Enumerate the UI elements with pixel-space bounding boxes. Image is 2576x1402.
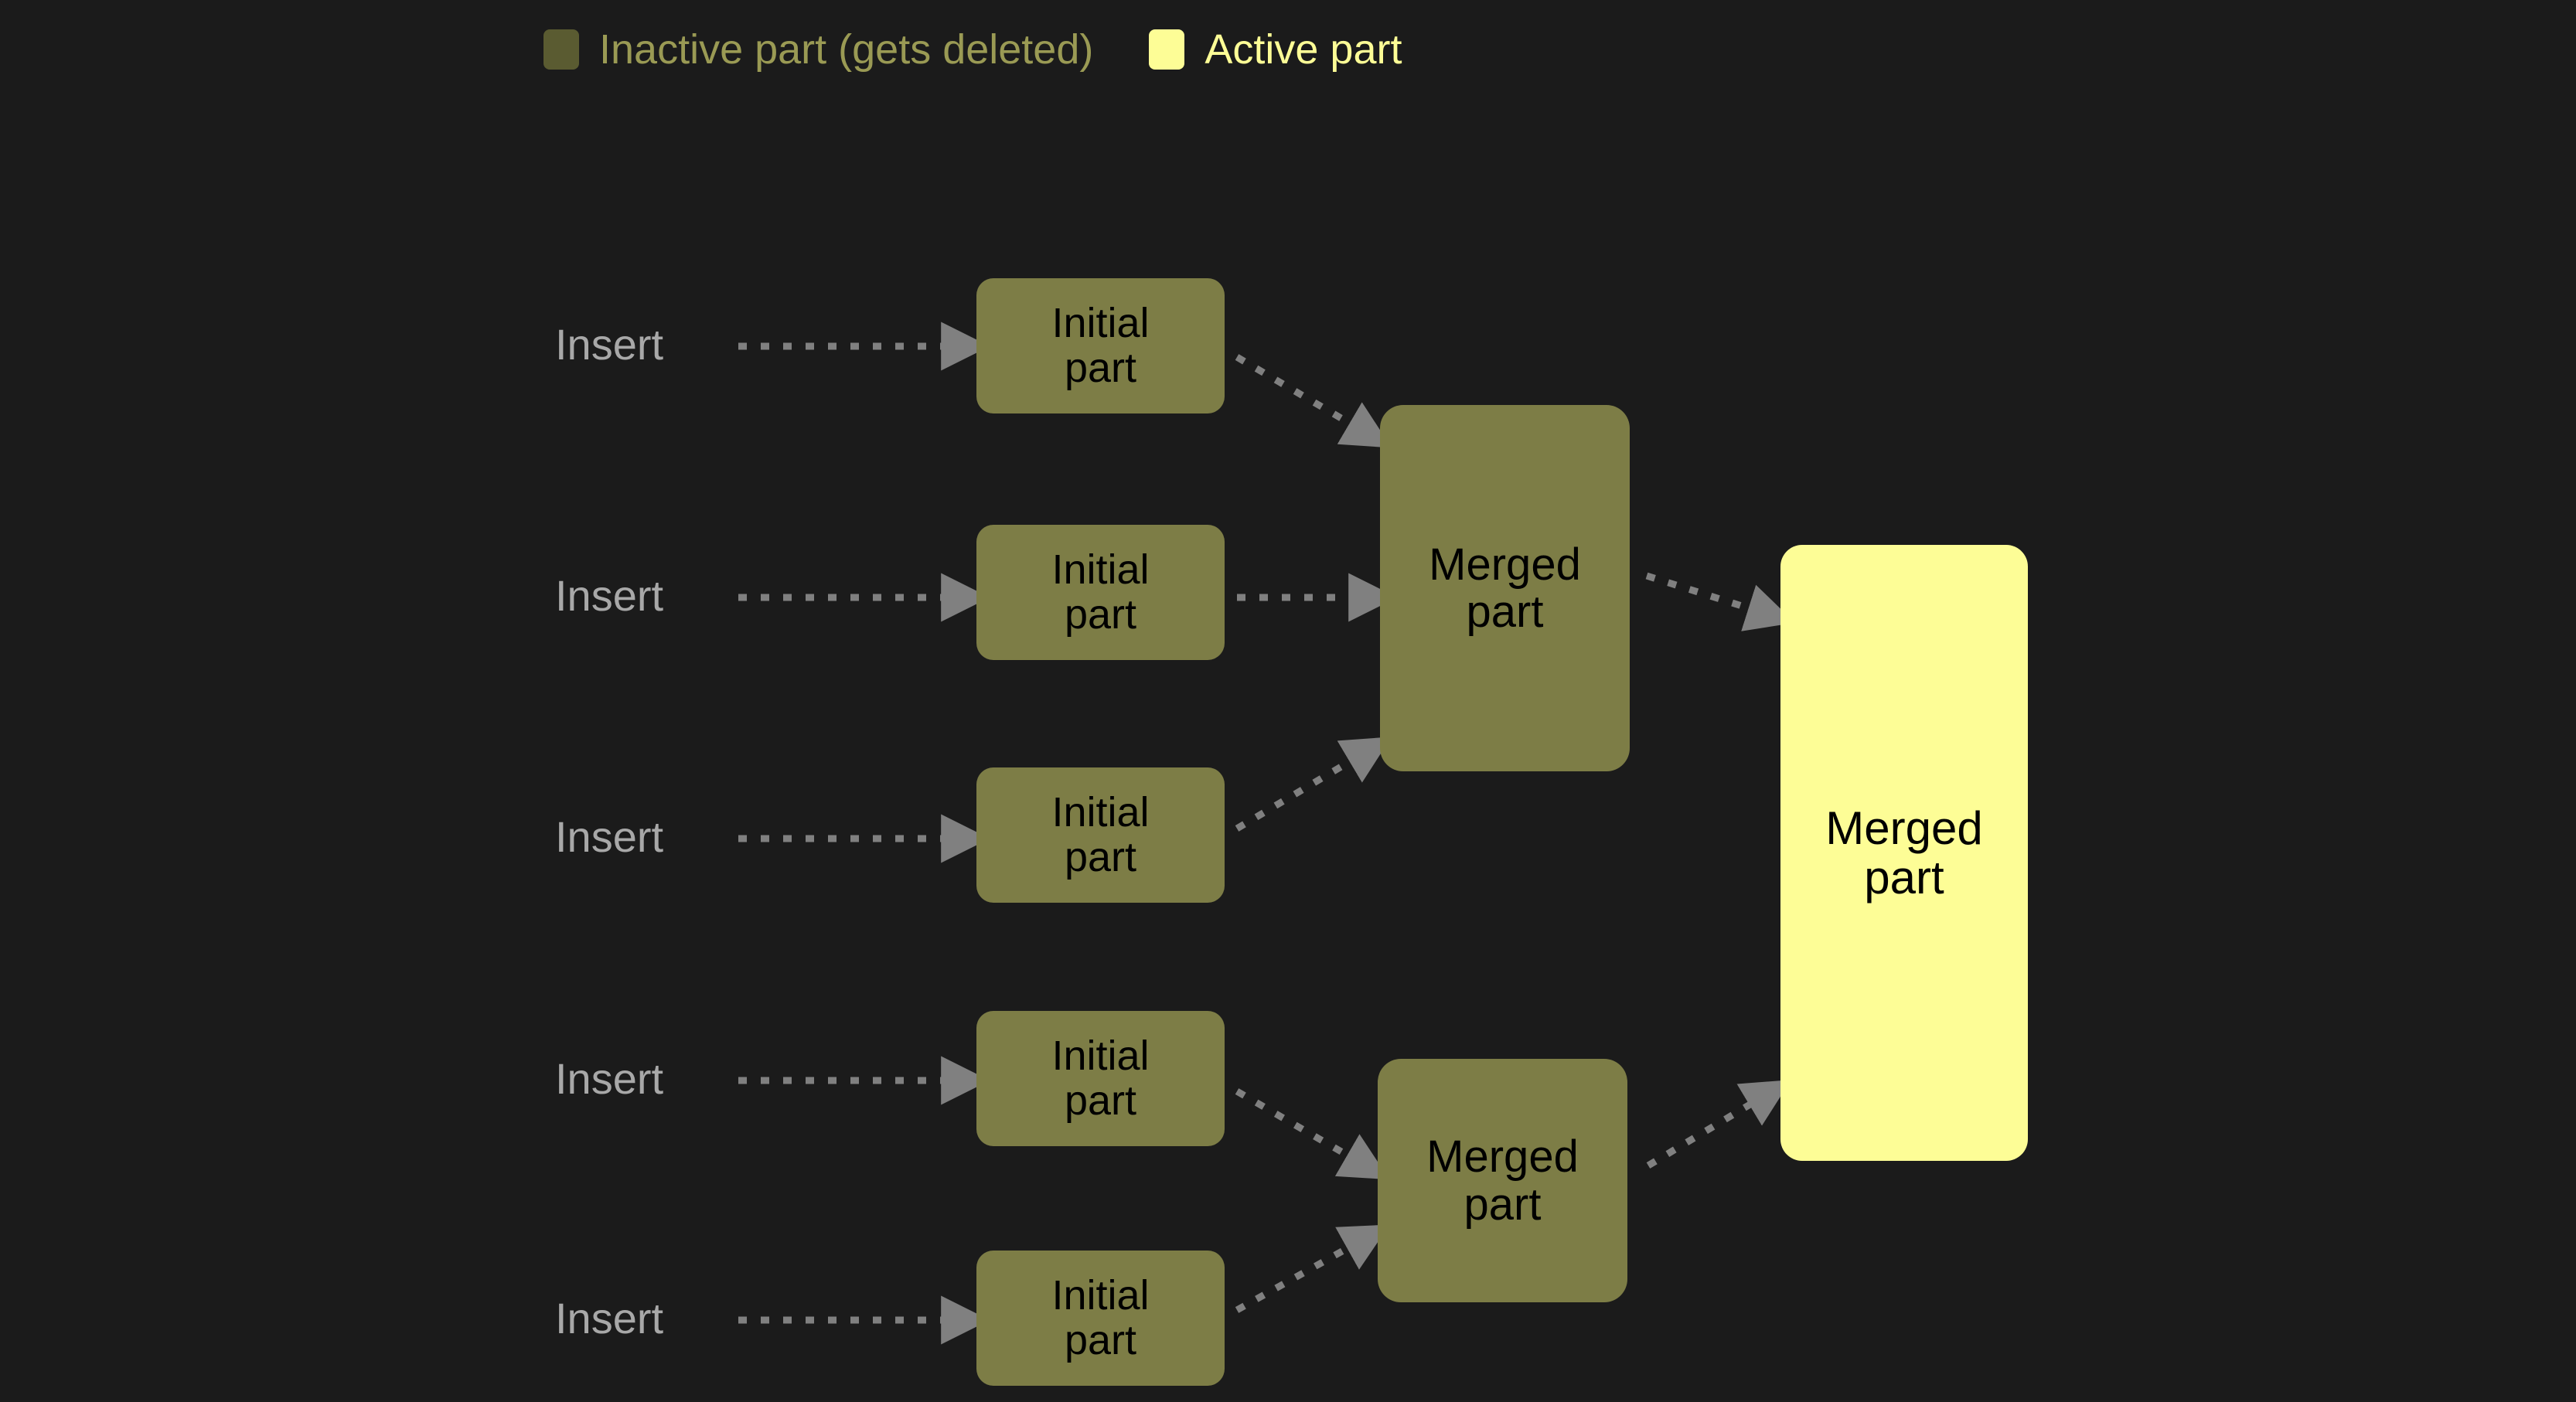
- insert-label-2: Insert: [555, 571, 664, 620]
- edge-merged-part-2-to-final-merged-part: [1646, 1080, 1791, 1169]
- initial-part-node-4[interactable]: Initial part: [976, 1011, 1225, 1146]
- insert-label-1: Insert: [555, 320, 664, 369]
- edge-initial-part-3-to-merged-part-1: [1235, 737, 1392, 832]
- initial-part-label-3: Initial part: [1051, 789, 1150, 880]
- final-merged-part-node[interactable]: Merged part: [1780, 545, 2028, 1161]
- active-part-swatch-icon: [1149, 29, 1185, 70]
- merged-part-label-2: Merged part: [1426, 1131, 1579, 1230]
- insert-label-3: Insert: [555, 812, 664, 861]
- legend-entry-inactive: Inactive part (gets deleted): [543, 29, 1093, 70]
- initial-part-node-1[interactable]: Initial part: [976, 278, 1225, 413]
- legend-label-active: Active part: [1205, 26, 1402, 73]
- merged-part-node-1[interactable]: Merged part: [1380, 405, 1630, 771]
- merged-part-label-1: Merged part: [1429, 539, 1581, 637]
- inactive-part-swatch-icon: [543, 29, 579, 70]
- initial-part-node-3[interactable]: Initial part: [976, 767, 1225, 903]
- edge-initial-part-1-to-merged-part-1: [1235, 354, 1392, 448]
- edge-merged-part-1-to-final-merged-part: [1645, 572, 1795, 631]
- initial-part-label-5: Initial part: [1051, 1272, 1150, 1363]
- final-merged-part-label: Merged part: [1825, 801, 1983, 903]
- initial-part-label-1: Initial part: [1051, 300, 1150, 391]
- insert-label-5: Insert: [555, 1294, 664, 1342]
- insert-label-4: Insert: [555, 1054, 664, 1103]
- legend-entry-active: Active part: [1149, 29, 1402, 70]
- edge-initial-part-4-to-merged-part-2: [1235, 1088, 1390, 1180]
- merged-part-node-2[interactable]: Merged part: [1378, 1059, 1627, 1302]
- legend-label-inactive: Inactive part (gets deleted): [599, 26, 1094, 73]
- initial-part-label-2: Initial part: [1051, 546, 1150, 638]
- initial-part-node-2[interactable]: Initial part: [976, 525, 1225, 660]
- legend: Inactive part (gets deleted) Active part: [543, 25, 1402, 74]
- edge-initial-part-5-to-merged-part-2: [1235, 1224, 1390, 1313]
- initial-part-node-5[interactable]: Initial part: [976, 1251, 1225, 1386]
- initial-part-label-4: Initial part: [1051, 1033, 1150, 1124]
